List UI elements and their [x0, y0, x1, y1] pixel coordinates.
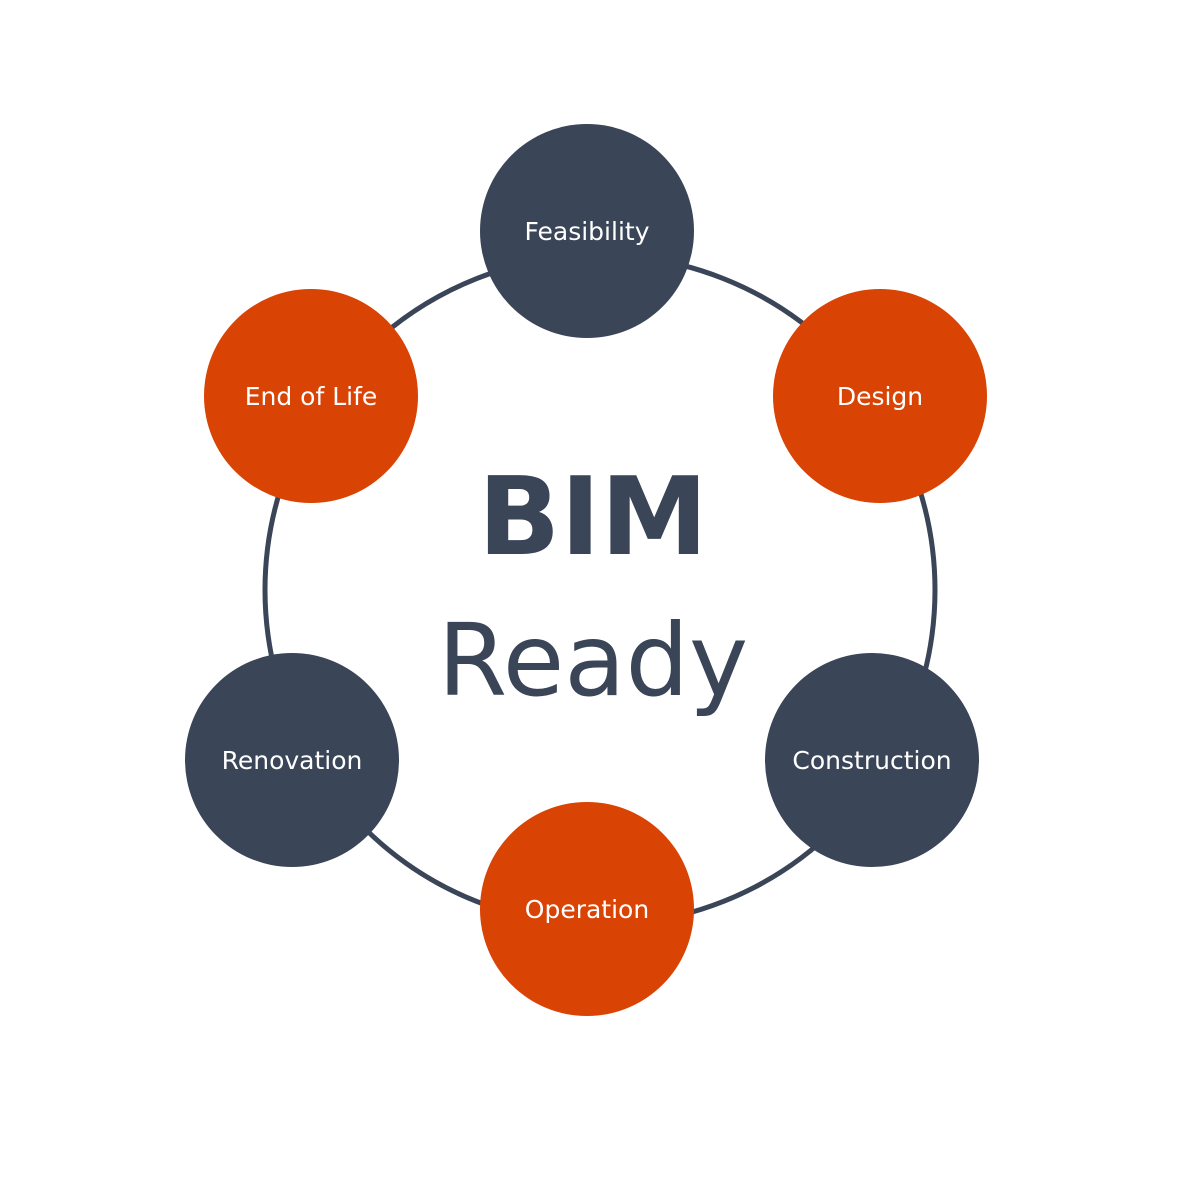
stage-node-end-of-life: End of Life [204, 289, 418, 503]
stage-label: Feasibility [525, 217, 650, 246]
stage-node-construction: Construction [765, 653, 979, 867]
stage-circle [480, 124, 694, 338]
stage-circle [765, 653, 979, 867]
stage-label: Operation [525, 895, 649, 924]
center-subtitle: Ready [438, 602, 748, 719]
stage-node-renovation: Renovation [185, 653, 399, 867]
stage-circle [185, 653, 399, 867]
stage-node-operation: Operation [480, 802, 694, 1016]
stage-label: Renovation [222, 746, 363, 775]
stage-circle [480, 802, 694, 1016]
stage-node-design: Design [773, 289, 987, 503]
stage-circle [773, 289, 987, 503]
stage-label: Construction [792, 746, 951, 775]
stage-label: Design [837, 382, 923, 411]
stage-node-feasibility: Feasibility [480, 124, 694, 338]
center-title: BIM [478, 455, 708, 580]
stage-circle [204, 289, 418, 503]
stage-label: End of Life [245, 382, 378, 411]
